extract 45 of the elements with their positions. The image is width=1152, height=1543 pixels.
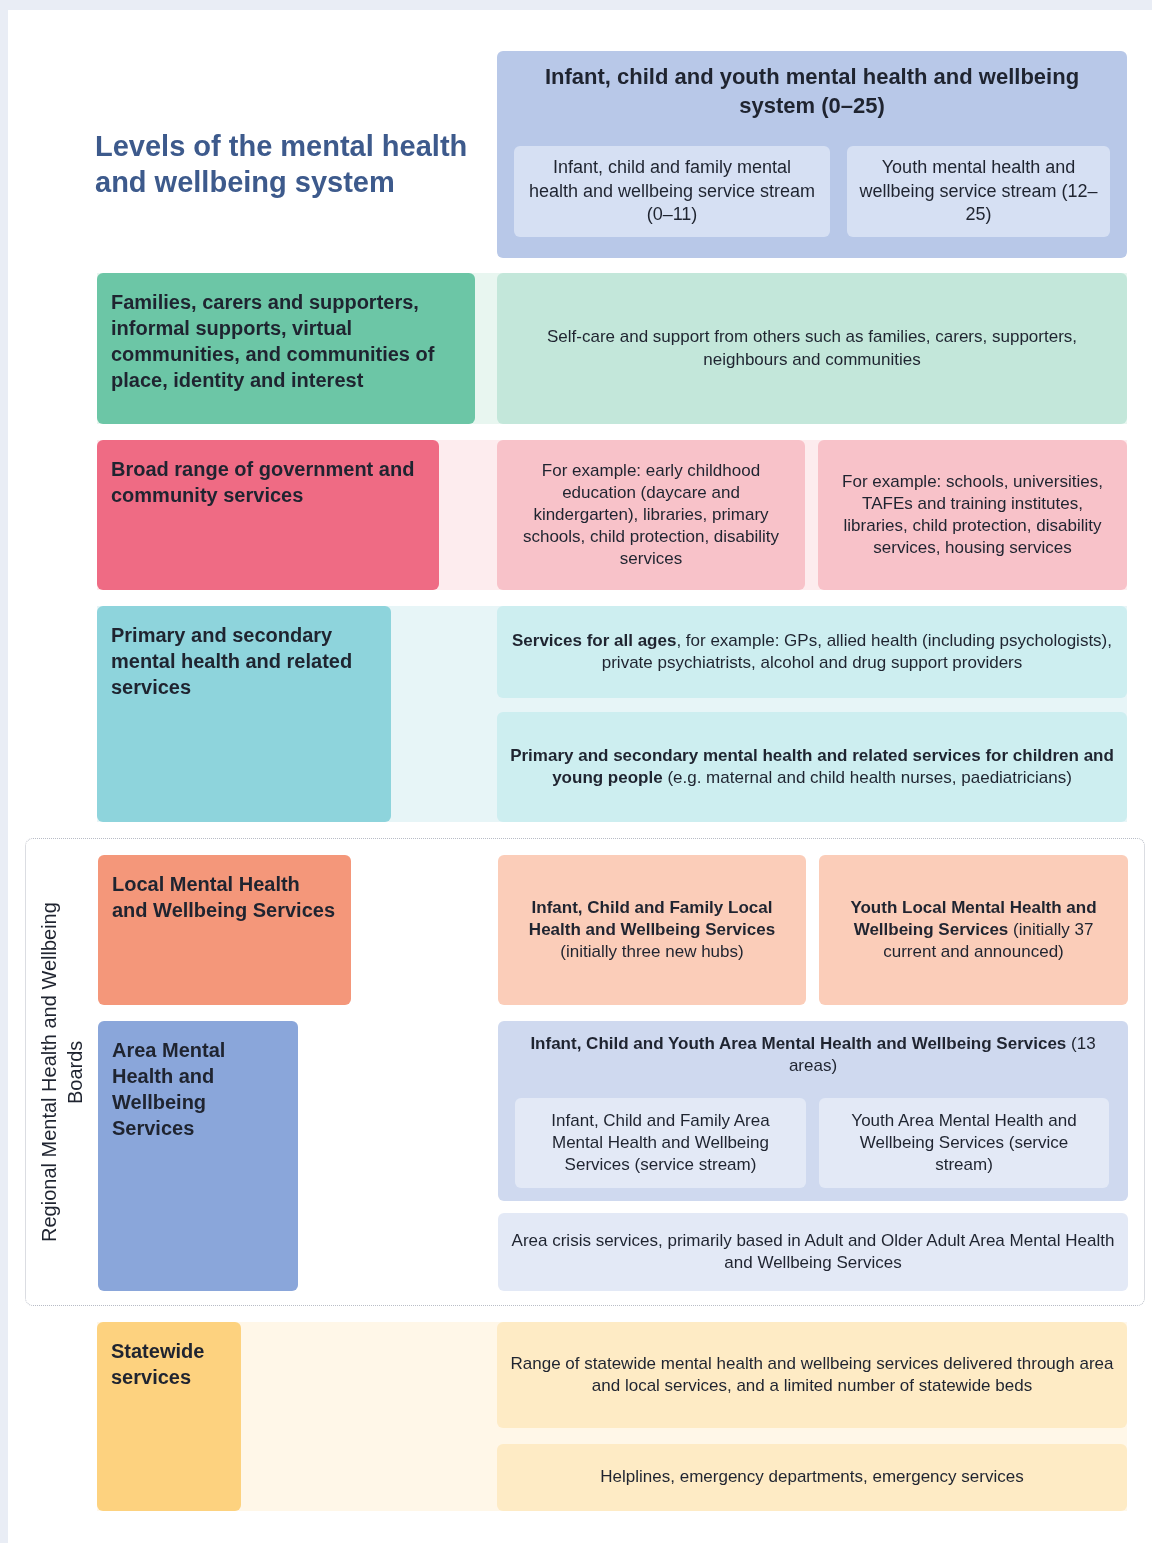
box-heading: Local Mental Health and Wellbeing Services	[112, 872, 337, 923]
service-box	[497, 51, 1127, 258]
box-heading: Broad range of government and community services	[111, 457, 416, 508]
group-frame	[25, 838, 1145, 1306]
service-box	[497, 440, 805, 590]
service-box	[497, 273, 1127, 424]
box-text: Infant, Child and Family Local Health and Wellbeing Services (initially three new hubs)	[527, 896, 777, 964]
box-heading: Infant, Child and Youth Area Mental Health and Wellbeing Services (13 areas)	[529, 1033, 1097, 1078]
box-text: Infant, Child and Family Area Mental Health and Wellbeing Services (service stream)	[550, 1109, 771, 1177]
box-heading: Area Mental Health and Wellbeing Services	[112, 1038, 227, 1141]
box-text: Helplines, emergency departments, emergency services	[599, 1466, 1025, 1489]
service-box	[514, 146, 830, 237]
group-label: Regional Mental Health and Wellbeing Boards	[37, 902, 87, 1242]
service-box	[847, 146, 1110, 237]
level-box	[98, 855, 351, 1005]
service-box	[818, 440, 1127, 590]
service-box	[497, 606, 1127, 698]
level-box	[97, 1322, 241, 1511]
service-box	[498, 1213, 1128, 1291]
service-box	[819, 855, 1128, 1005]
service-box	[497, 712, 1127, 822]
service-box	[498, 1021, 1128, 1201]
box-heading: Infant, child and youth mental health and wellbeing system (0–25)	[543, 63, 1081, 120]
level-box	[97, 273, 475, 424]
box-text: Youth Local Mental Health and Wellbeing Services (initially 37 current and announced)	[849, 896, 1098, 964]
service-box	[497, 1444, 1127, 1511]
box-text: For example: schools, universities, TAFEs and training institutes, libraries, child protection, disability services, housing services	[841, 470, 1104, 560]
service-box	[498, 855, 806, 1005]
box-text: Self-care and support from others such as families, carers, supporters, neighbours and communities	[545, 326, 1079, 371]
box-text: Primary and secondary mental health and related services for children and young people (e.g. maternal and child health nurses, paediatricians)	[509, 744, 1115, 789]
box-text: Youth Area Mental Health and Wellbeing Services (service stream)	[850, 1109, 1078, 1177]
box-text: Area crisis services, primarily based in Adult and Older Adult Area Mental Health and Wellbeing Services	[510, 1229, 1116, 1274]
box-heading: Statewide services	[111, 1339, 206, 1390]
diagram-title: Levels of the mental health and wellbeing system	[95, 129, 469, 201]
box-heading: Families, carers and supporters, informal supports, virtual communities, and communities of place, identity and interest	[111, 290, 436, 393]
box-text: For example: early childhood education (daycare and kindergarten), libraries, primary schools, child protection, disability services	[521, 459, 781, 571]
box-text: Services for all ages, for example: GPs, allied health (including psychologists), private psychiatrists, alcohol and drug support providers	[510, 629, 1113, 674]
box-text: Youth mental health and wellbeing service stream (12–25)	[859, 156, 1098, 227]
box-text: Infant, child and family mental health and wellbeing service stream (0–11)	[527, 156, 817, 227]
level-box	[97, 440, 439, 590]
service-box	[497, 1322, 1127, 1428]
level-box	[97, 606, 391, 822]
level-box	[98, 1021, 298, 1291]
box-text: Range of statewide mental health and wellbeing services delivered through area and local services, and a limited number of statewide beds	[509, 1352, 1115, 1397]
box-heading: Primary and secondary mental health and related services	[111, 623, 354, 700]
